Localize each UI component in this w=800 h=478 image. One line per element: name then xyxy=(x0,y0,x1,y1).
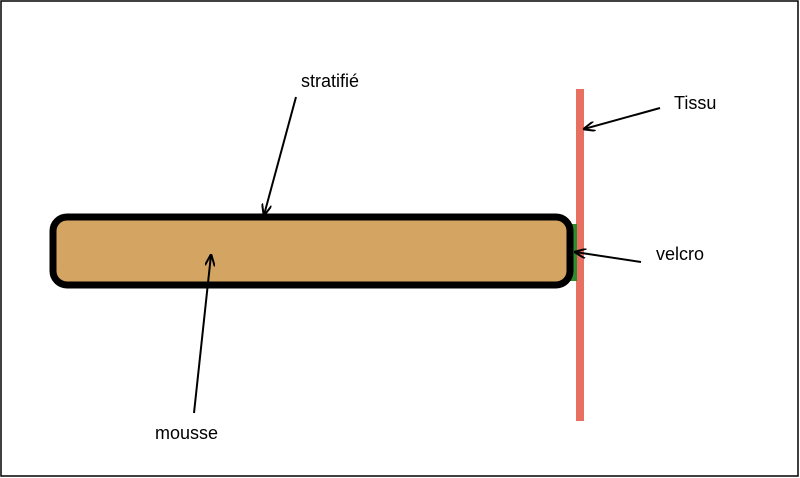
velcro-label: velcro xyxy=(656,244,704,264)
stratifie-label: stratifié xyxy=(301,71,359,91)
tissu-arrow xyxy=(584,107,661,129)
mousse-panel xyxy=(49,213,574,289)
tissu-strip xyxy=(576,89,584,421)
mousse-label: mousse xyxy=(155,423,218,443)
mousse-arrow xyxy=(193,255,211,414)
tissu-label: Tissu xyxy=(674,93,716,113)
velcro-arrow xyxy=(575,252,642,263)
stratifie-arrow xyxy=(264,96,297,215)
